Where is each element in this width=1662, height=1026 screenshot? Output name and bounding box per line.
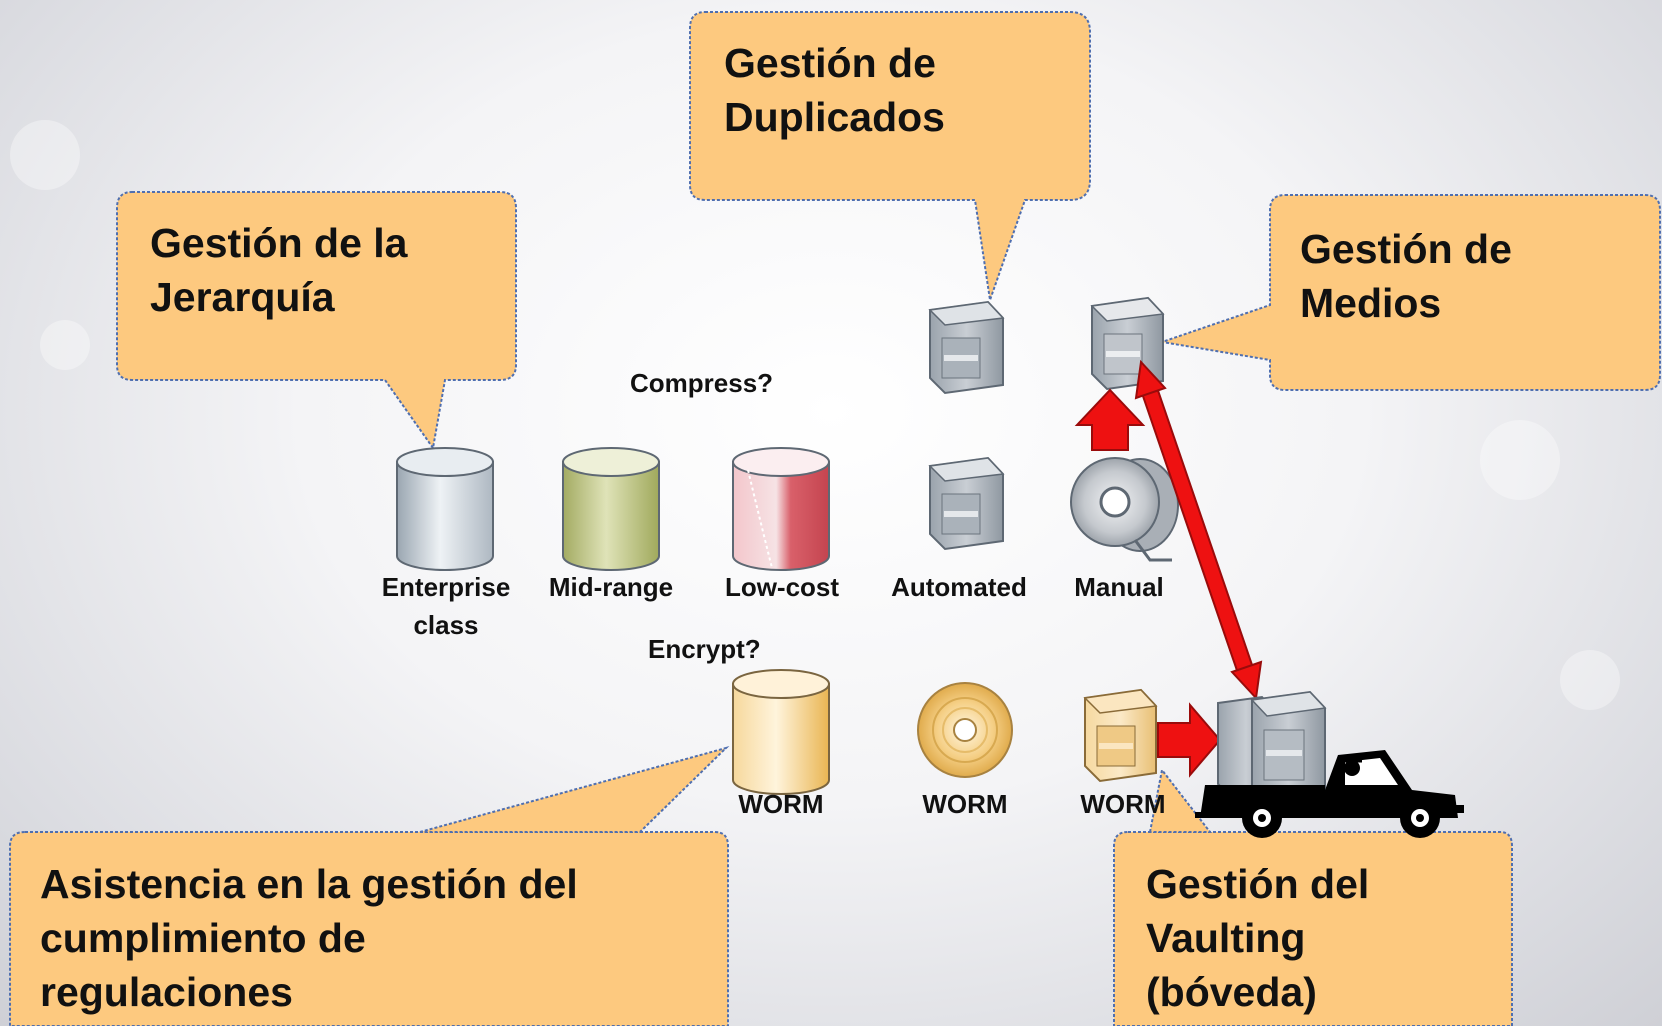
duplicate-tape-icon xyxy=(928,300,1005,395)
callout-vaulting-text: Gestión del Vaulting (bóveda) xyxy=(1146,857,1369,1019)
worm-disk-icon xyxy=(732,669,830,795)
worm-optical-label: WORM xyxy=(922,789,1008,819)
vault-truck-icon xyxy=(1195,690,1464,838)
callout-hierarchy xyxy=(116,191,517,451)
enterprise-label-line: Enterprise xyxy=(381,572,511,602)
callout-vaulting-line: Gestión del xyxy=(1146,861,1370,907)
red-right-arrow xyxy=(1157,702,1222,778)
callout-compliance xyxy=(9,746,730,1026)
worm-tape-icon xyxy=(1083,688,1158,783)
background-bokeh xyxy=(1480,420,1560,500)
red-diagonal-double-arrow xyxy=(1134,359,1263,701)
lowcost-disk-icon xyxy=(732,447,830,571)
worm-disk-label: WORM xyxy=(738,789,824,819)
callout-vaulting-line: Vaulting xyxy=(1146,915,1306,961)
callout-compliance-line: Asistencia en la gestión del xyxy=(40,861,578,907)
midrange-label: Mid-range xyxy=(548,572,674,602)
red-up-arrow xyxy=(1074,388,1146,451)
callout-media xyxy=(1161,194,1661,391)
callout-compliance-text: Asistencia en la gestión del cumplimient… xyxy=(40,857,578,1019)
callout-compliance-line: cumplimiento de xyxy=(40,915,366,961)
callout-hierarchy-line: Gestión de la xyxy=(150,220,408,266)
encrypt-label: Encrypt? xyxy=(648,634,761,664)
background-bokeh xyxy=(40,320,90,370)
enterprise-label: Enterprise class xyxy=(378,568,514,644)
callout-vaulting xyxy=(1113,767,1513,1026)
callout-hierarchy-text: Gestión de la Jerarquía xyxy=(150,216,407,324)
lowcost-label: Low-cost xyxy=(724,572,840,602)
callout-duplicates-line: Duplicados xyxy=(724,94,945,140)
callout-media-text: Gestión de Medios xyxy=(1300,222,1512,330)
automated-tape-icon xyxy=(928,456,1005,551)
enterprise-disk-icon xyxy=(396,447,494,571)
worm-optical-disc-icon xyxy=(917,682,1013,778)
compress-label: Compress? xyxy=(630,368,774,398)
callout-hierarchy-line: Jerarquía xyxy=(150,274,335,320)
background-bokeh xyxy=(10,120,80,190)
midrange-disk-icon xyxy=(562,447,660,571)
worm-tape-label: WORM xyxy=(1080,789,1166,819)
manual-label: Manual xyxy=(1074,572,1164,602)
enterprise-label-line: class xyxy=(413,610,479,640)
callout-duplicates-text: Gestión de Duplicados xyxy=(724,36,945,144)
callout-compliance-line: regulaciones xyxy=(40,969,293,1015)
background-bokeh xyxy=(1560,650,1620,710)
manual-reel-icon xyxy=(1070,457,1179,562)
callout-duplicates-line: Gestión de xyxy=(724,40,936,86)
callout-vaulting-line: (bóveda) xyxy=(1146,969,1317,1015)
automated-label: Automated xyxy=(891,572,1027,602)
callout-duplicates xyxy=(689,11,1091,301)
callout-media-line: Gestión de xyxy=(1300,226,1512,272)
callout-media-line: Medios xyxy=(1300,280,1442,326)
